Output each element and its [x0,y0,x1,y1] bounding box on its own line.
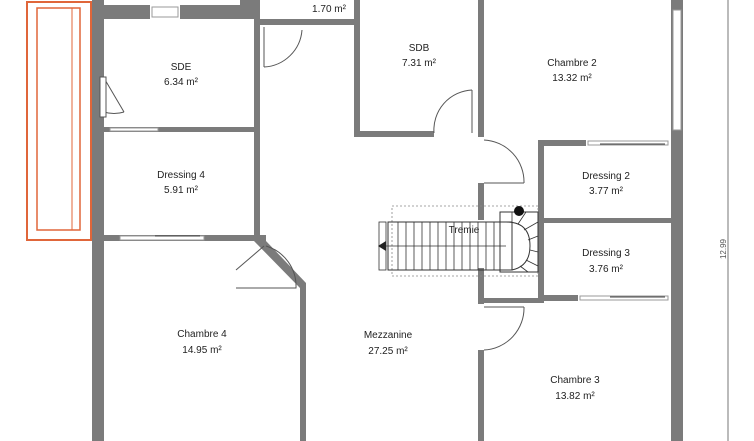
wall-top-stub [240,0,260,8]
room-sde-name: SDE [171,62,192,73]
room-dressing3-area: 3.76 m² [589,264,624,275]
window-top [151,6,179,18]
room-chambre2-name: Chambre 2 [547,58,597,69]
window-sde-bottom [109,127,159,132]
wall-top-left [92,5,150,19]
door-leaf-chambre4 [235,245,265,271]
room-chambre2-area: 13.32 m² [552,73,592,84]
stair-arrow-icon [378,241,386,251]
room-sdb-area: 7.31 m² [402,58,437,69]
wall-sdb-left [354,0,360,137]
wall-sde-right [254,0,260,241]
wall-chambre3-left-lower [478,350,484,441]
wall-dressing2-bottom [538,218,671,223]
highlight-outer [26,1,92,241]
room-sde-area: 6.34 m² [164,77,199,88]
door-arc-sde [103,111,125,114]
room-labels: 1.70 m² SDB 7.31 m² Chambre 2 13.32 m² S… [157,4,630,402]
room-mezzanine-area: 27.25 m² [368,346,408,357]
wall-exterior-left [92,0,104,441]
highlight-inner [36,7,81,231]
window-dressing2-top [587,140,669,146]
door-leaf-sde [103,77,125,113]
room-chambre4-area: 14.95 m² [182,345,222,356]
room-dressing4-name: Dressing 4 [157,170,205,181]
door-frame-sde [99,76,107,118]
wall-chambre2-bottom [538,140,586,146]
room-dressing4-area: 5.91 m² [164,185,199,196]
stair-winder-treads [511,211,539,273]
room-chambre3-area: 13.82 m² [555,391,595,402]
room-chambre4-name: Chambre 4 [177,329,227,340]
wall-chambre3-top [478,298,544,303]
door-arc-sdb [433,89,473,134]
wall-sdb-bottom [354,131,434,137]
wall-chambre4-angle [254,241,306,288]
wall-wc-bottom [260,19,358,25]
room-sdb-name: SDB [409,43,430,54]
wall-corridor-right-upper [478,183,484,220]
wall-sdb-right [478,0,484,137]
door-arc-chambre3 [483,306,525,351]
window-dressing4-bottom [119,235,205,241]
window-chambre2-right [672,9,682,131]
door-arc-wc [263,29,303,68]
room-dressing2-area: 3.77 m² [589,186,624,197]
doors [99,27,525,351]
room-dressing2-name: Dressing 2 [582,171,630,182]
stair-post-icon [514,206,524,216]
wall-chambre4-right [300,283,306,441]
wall-sde-bottom [104,127,254,132]
room-mezzanine-name: Mezzanine [364,330,413,341]
dimension-value: 12.99 [719,238,728,259]
room-chambre3-name: Chambre 3 [550,375,600,386]
highlight-frame [26,1,92,241]
door-arc-chambre2 [483,139,525,184]
staircase: Tremie [378,205,539,277]
window-dressing3-bottom [579,295,669,301]
stair-label: Tremie [449,225,480,236]
room-wc-area: 1.70 m² [312,4,347,15]
wall-chambre3-left [478,268,484,304]
wall-top-middle [180,5,260,19]
window-hatches [155,143,665,298]
windows [109,6,682,301]
door-arc-chambre4 [236,245,297,289]
wall-dressing3-bottom [538,295,578,301]
room-dressing3-name: Dressing 3 [582,248,630,259]
